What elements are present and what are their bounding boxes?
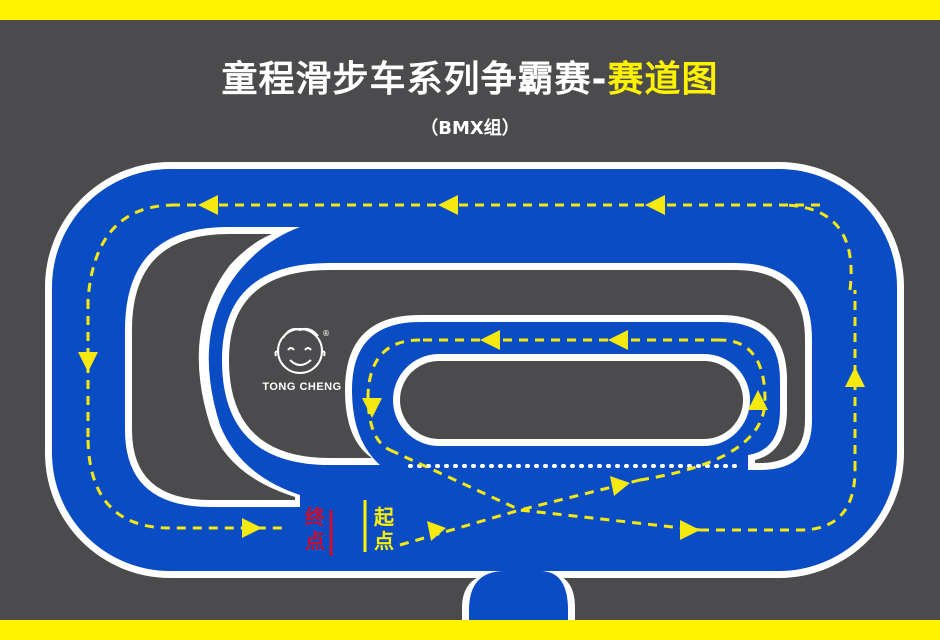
bottom-yellow-band xyxy=(0,620,940,640)
route-arrow xyxy=(427,521,446,541)
finish-label-char: 终 xyxy=(305,505,325,529)
finish-label: 终 点 xyxy=(303,505,327,553)
route-bottom-left-curve xyxy=(86,439,285,530)
route-arrow xyxy=(242,518,262,538)
start-label-char: 点 xyxy=(374,529,394,553)
page-title: 童程滑步车系列争霸赛-赛道图 xyxy=(0,50,940,102)
registered-mark: ® xyxy=(322,329,330,338)
central-infield xyxy=(229,270,805,463)
finish-label-char: 点 xyxy=(305,529,325,553)
route-arrow xyxy=(845,367,865,387)
title-accent: 赛道图 xyxy=(607,59,719,100)
route-arrow xyxy=(438,195,458,215)
title-main: 童程滑步车系列争霸赛- xyxy=(221,59,608,100)
left-infield xyxy=(132,234,295,500)
start-label: 起 点 xyxy=(372,505,396,553)
route-top-left-curve xyxy=(86,203,176,301)
route-top-right-curve xyxy=(779,203,853,291)
route-inner-left-curve xyxy=(366,338,421,452)
tongcheng-logo-icon xyxy=(274,327,326,374)
route-arrow xyxy=(78,352,98,372)
page-subtitle: （BMX组） xyxy=(420,118,520,139)
route-arrow xyxy=(608,330,628,350)
start-label-char: 起 xyxy=(374,505,394,529)
route-arrow xyxy=(610,476,630,496)
logo-brand-text: TONG CHENG xyxy=(262,381,342,393)
route-crossing-to-right xyxy=(389,448,701,532)
inner-island xyxy=(400,361,743,439)
top-yellow-band xyxy=(0,0,940,20)
route-arrow xyxy=(198,195,218,215)
route-arrow xyxy=(680,520,700,540)
route-arrow xyxy=(362,398,382,418)
route-arrow xyxy=(748,390,768,410)
route-bottom-right-curve xyxy=(700,469,857,532)
route-arrow xyxy=(645,195,665,215)
route-arrow xyxy=(480,330,500,350)
